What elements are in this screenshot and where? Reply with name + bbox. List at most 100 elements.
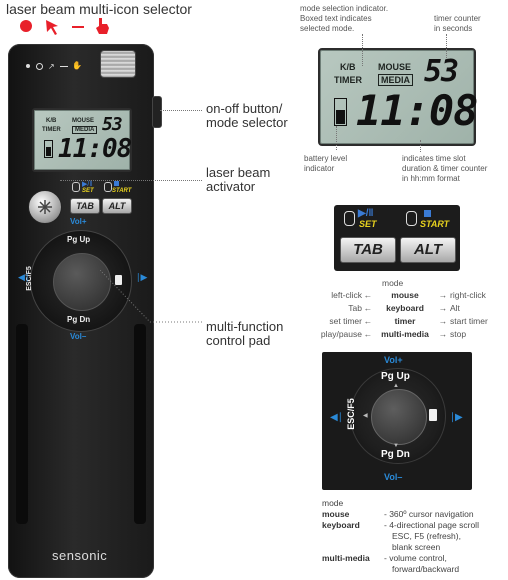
- laser-dash-icon: [72, 26, 84, 28]
- remote-pg-up[interactable]: Pg Up: [67, 235, 91, 244]
- closeup-esc-f5[interactable]: ESC/F5: [345, 398, 356, 430]
- mode-name: mouse: [391, 290, 419, 300]
- starburst-icon: [38, 200, 52, 214]
- remote-alt-button[interactable]: ALT: [102, 198, 132, 214]
- mode-name: timer: [394, 316, 416, 326]
- laser-hand-icon: [96, 18, 109, 34]
- legend-desc: - volume control, forward/backward: [384, 553, 479, 575]
- closeup-pg-dn[interactable]: Pg Dn: [381, 449, 410, 460]
- mode-left: Tab: [348, 303, 362, 313]
- mode-arrow-left: ←: [363, 303, 373, 313]
- mode-name: multi-media: [381, 329, 429, 339]
- closeup-mouse-right-icon: [406, 211, 417, 226]
- mode-right: stop: [450, 329, 467, 339]
- remote-play-icon: ▶/‖: [82, 181, 93, 188]
- closeup-pad-center[interactable]: [371, 389, 427, 445]
- lcd-media: MEDIA: [72, 126, 98, 134]
- legend-desc-line: - volume control,: [384, 553, 447, 563]
- closeup-stop-square-icon: [429, 409, 437, 421]
- legend-desc: - 4-directional page scroll ESC, F5 (ref…: [384, 520, 479, 553]
- mode-right: Alt: [450, 303, 460, 313]
- diagram-title: laser beam multi-icon selector: [6, 1, 192, 17]
- mode-arrow-left: ←: [363, 290, 373, 300]
- legend-row: keyboard - 4-directional page scroll ESC…: [322, 520, 479, 553]
- mode-table: left-click ← mouse → right-click Tab ← k…: [306, 289, 488, 341]
- closeup-vol-down[interactable]: Vol–: [384, 472, 402, 482]
- mode-row: set timer ← timer → start timer: [306, 315, 488, 328]
- label-activator-2: activator: [206, 179, 256, 194]
- label-battery-1: battery level: [304, 154, 348, 163]
- label-mode-indicator-1: mode selection indicator.: [300, 4, 389, 13]
- closeup-vol-up-label: Vol+: [384, 355, 403, 365]
- label-time-slot-2: duration & timer counter: [402, 164, 488, 173]
- label-pad-2: control pad: [206, 333, 271, 348]
- closeup-left-arrow-icon: ◀: [363, 413, 368, 419]
- closeup-tab-button[interactable]: TAB: [340, 237, 396, 263]
- mode-arrow-left: ←: [363, 329, 373, 339]
- closeup-vol-up[interactable]: Vol+: [384, 355, 403, 365]
- remote-pad-center[interactable]: [53, 253, 111, 311]
- closeup-play-pause-icon: ▶/‖: [358, 208, 374, 219]
- remote-vol-up-label: Vol+: [70, 217, 87, 226]
- mode-row: play/pause ← multi-media → stop: [306, 328, 488, 341]
- remote-next-icon[interactable]: ∣▶: [136, 272, 148, 282]
- leader-pad: [100, 270, 202, 323]
- hand-icon: ✋: [72, 61, 82, 70]
- mode-left: left-click: [331, 290, 362, 300]
- closeup-pad-ring[interactable]: ▲ ▼ ◀ Pg Up Pg Dn ESC/F5: [346, 368, 446, 464]
- mode-arrow-left: ←: [363, 316, 373, 326]
- remote-pg-dn[interactable]: Pg Dn: [67, 315, 91, 324]
- label-time-slot-1: indicates time slot: [402, 154, 466, 163]
- laser-activator-button[interactable]: [28, 190, 62, 224]
- remote-mouse-icon-right: [104, 182, 112, 192]
- brand-logo: sensonic: [52, 548, 108, 563]
- large-lcd: K/B MOUSE TIMER MEDIA 53 11:08: [318, 48, 478, 146]
- closeup-next-icon[interactable]: ∣▶: [450, 412, 463, 423]
- remote-vol-down-label: Vol–: [70, 332, 87, 341]
- large-lcd-kb: K/B: [340, 62, 356, 72]
- remote-tab-button[interactable]: TAB: [70, 198, 100, 214]
- legend-row: mouse - 360º cursor navigation: [322, 509, 479, 520]
- label-timer-counter-1: timer counter: [434, 14, 481, 23]
- legend-desc-line: blank screen: [392, 542, 441, 552]
- mode-name: keyboard: [386, 303, 424, 313]
- legend-desc-line: - 360º cursor navigation: [384, 509, 474, 519]
- leader-timer-counter: [446, 34, 447, 58]
- closeup-stop-icon: [424, 210, 431, 217]
- large-lcd-mouse: MOUSE: [378, 62, 412, 72]
- remote-control-pad[interactable]: Pg Up Pg Dn ESC/F5: [26, 230, 132, 332]
- closeup-mouse-left-icon: [344, 211, 355, 226]
- remote-vol-up[interactable]: Vol+: [70, 217, 87, 226]
- mode-right: start timer: [450, 316, 488, 326]
- leader-battery: [336, 126, 337, 150]
- mode-arrow-right: →: [438, 316, 448, 326]
- closeup-prev-icon[interactable]: ◀∣: [330, 412, 343, 423]
- legend-row: multi-media - volume control, forward/ba…: [322, 553, 479, 575]
- remote-mouse-icon-left: [72, 182, 80, 192]
- mode-row: Tab ← keyboard → Alt: [306, 302, 488, 315]
- closeup-vol-down-label: Vol–: [384, 472, 403, 482]
- arrow-icon: ↗: [48, 62, 55, 71]
- selector-wheel[interactable]: [100, 50, 136, 78]
- leader-activator: [60, 180, 202, 181]
- label-on-off-2: mode selector: [206, 115, 288, 130]
- closeup-set-label: SET: [359, 219, 377, 229]
- lcd-mouse: MOUSE: [72, 118, 95, 124]
- left-grip: [16, 324, 28, 524]
- closeup-alt-button[interactable]: ALT: [400, 237, 456, 263]
- mode-left: set timer: [329, 316, 362, 326]
- label-pad-1: multi-function: [206, 319, 284, 334]
- selector-icons-strip: ↗ ✋: [26, 61, 96, 72]
- on-off-button[interactable]: [152, 96, 162, 128]
- closeup-pg-up[interactable]: Pg Up: [381, 371, 410, 382]
- mode-arrow-right: →: [438, 329, 448, 339]
- leader-on-off: [160, 110, 202, 111]
- remote-vol-down[interactable]: Vol–: [70, 332, 86, 341]
- button-panel-closeup: ▶/‖ SET START TAB ALT: [334, 205, 460, 271]
- pad-closeup: Vol+ ▲ ▼ ◀ Pg Up Pg Dn ESC/F5 ◀∣ ∣▶ Vol–: [322, 352, 472, 490]
- remote-set-label: SET: [82, 188, 94, 194]
- large-lcd-time: 11:08: [356, 86, 478, 135]
- label-time-slot-3: in hh:mm format: [402, 174, 460, 183]
- remote-stop-icon: [114, 181, 119, 186]
- remote-prev-icon[interactable]: ◀∣: [18, 272, 30, 282]
